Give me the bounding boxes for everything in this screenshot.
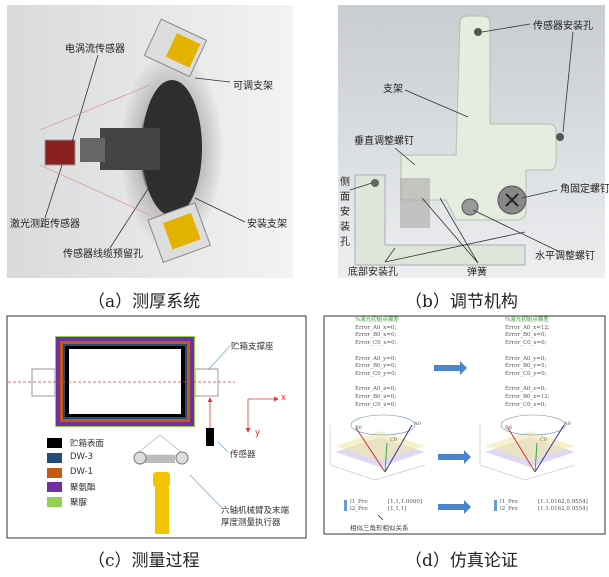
label-vertical-screw: 垂直调整螺钉 [354, 136, 414, 147]
code-left: %激光初始点偏差 Error_A0_x=0; Error_B0_x=0; Err… [355, 317, 399, 409]
robot-arm [133, 434, 189, 534]
legend-left-value-1: [1,1,1.0000] [388, 499, 423, 505]
code-line: Error_C0_y=0; [505, 370, 547, 377]
code-comment: %激光初始点偏差 [505, 317, 549, 323]
legend-right-value-1: [1.1.0162,0.9554] [538, 499, 588, 505]
label-sensor: 传感器 [230, 450, 256, 460]
plot-label-a0: A0 [414, 421, 421, 427]
label-sensor-mount-hole: 传感器安装孔 [533, 21, 593, 32]
panel-d-simulation [323, 315, 606, 535]
code-line: Error_B0_z=0; [355, 394, 397, 400]
axis-y-label: y [255, 428, 261, 438]
legend-label: DW-3 [70, 452, 94, 462]
code-line: Error_B0_x=0; [505, 332, 547, 339]
label-cable-hole: 传感器线缆预留孔 [63, 249, 143, 260]
label-robot-2: 厚度测量执行器 [221, 518, 281, 528]
label-mount-bracket: 安装支架 [247, 219, 287, 230]
code-line: Error_A0_x=0; [355, 324, 397, 331]
label-robot: 六轴机械臂及末端 [221, 506, 290, 516]
code-line: Error_C0_z=0; [355, 401, 397, 408]
code-line: Error_A0_x=12; [505, 324, 550, 331]
3d-plot-right [479, 414, 576, 481]
legend-label: DW-1 [70, 467, 94, 477]
plot-label-c0: C0 [540, 437, 548, 443]
label-bottom-mount-hole: 底部安装孔 [348, 267, 398, 278]
arrow-right-icon [434, 361, 467, 375]
code-line: Error_A0_z=0; [505, 386, 547, 393]
legend-left-value-2: [1,1,1] [388, 506, 407, 512]
legend-right-value-2: [1.1.0162,0.9554] [538, 506, 588, 512]
legend-swatch [47, 468, 62, 478]
code-line: Error_B0_z=12; [505, 394, 550, 400]
legend-label: 聚脲 [70, 498, 88, 508]
code-line: Error_B0_x=0; [355, 332, 397, 339]
caption-a: （a）测厚系统 [88, 292, 201, 312]
3d-plot-left [329, 414, 426, 481]
legend-swatch [47, 438, 62, 448]
code-line: Error_A0_y=0; [355, 355, 397, 362]
legend-label: 贮箱表面 [70, 439, 105, 449]
panel-b-image [338, 5, 605, 278]
legend-label: 聚氨酯 [70, 483, 96, 493]
code-line: Error_C0_y=0; [355, 370, 397, 377]
code-line: Error_A0_z=0; [355, 386, 397, 393]
arrow-right-icon [438, 500, 471, 514]
legend-left-name-1: l1_Pro [350, 499, 368, 505]
code-line: Error_C0_x=0; [355, 340, 397, 347]
label-eddy-current-sensor: 电涡流传感器 [65, 44, 125, 55]
caption-c: （c）测量过程 [88, 551, 200, 571]
arrow-right-icon [438, 450, 471, 464]
code-comment: %激光初始点偏差 [355, 317, 399, 323]
note-similar-triangles: 相似三角形相似关系 [350, 524, 409, 532]
legend-right-name-1: l1_Pro [500, 499, 518, 505]
code-line: Error_C0_x=0; [505, 340, 547, 347]
plot-label-c0: C0 [390, 437, 398, 443]
panel-a-image [7, 5, 293, 278]
legend-swatch [47, 453, 62, 463]
label-spring: 弹簧 [467, 267, 487, 278]
plot-label-b0: B0 [355, 425, 362, 431]
legend-right-name-2: l2_Pro [500, 506, 518, 512]
label-bracket: 支架 [383, 84, 403, 95]
caption-b: （b）调节机构 [405, 292, 518, 312]
code-line: Error_B0_y=5; [505, 363, 547, 370]
code-line: Error_C0_z=0; [505, 401, 547, 408]
code-line: Error_B0_y=0; [355, 363, 397, 370]
code-right: %激光初始点偏差 Error_A0_x=12; Error_B0_x=0; Er… [505, 317, 550, 409]
axis-x-label: x [281, 393, 287, 403]
legend-swatch [47, 497, 62, 507]
label-laser-sensor: 激光测距传感器 [10, 219, 80, 230]
plot-label-b0: B0 [505, 425, 512, 431]
label-angle-screw: 角固定螺钉 [560, 184, 609, 195]
label-tank-support: 贮箱支撑座 [231, 342, 274, 352]
label-horizontal-screw: 水平调整螺钉 [535, 251, 595, 262]
code-line: Error_A0_y=0; [505, 355, 547, 362]
legend-swatch [47, 482, 62, 492]
label-adjustable-bracket: 可调支架 [233, 81, 273, 92]
caption-d: （d）仿真论证 [405, 551, 518, 571]
legend-left-name-2: l2_Pro [350, 506, 368, 512]
plot-label-a0: A0 [564, 421, 571, 427]
label-side-mount-hole: 侧面安装孔 [340, 177, 350, 248]
